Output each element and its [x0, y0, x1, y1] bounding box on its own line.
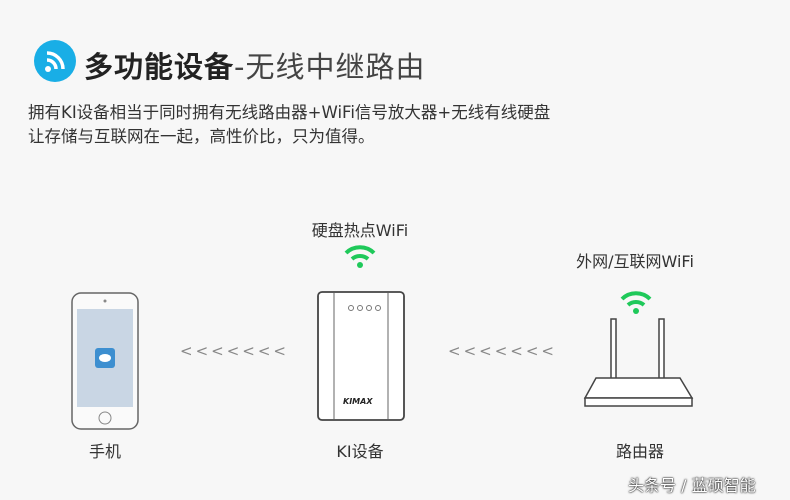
router-top-label: 外网/互联网WiFi	[576, 252, 694, 271]
ki-device-illustration: KIMAX	[317, 291, 405, 421]
arrows-left: <<<<<<<	[180, 342, 289, 360]
page-title: 多功能设备-无线中继路由	[84, 44, 425, 86]
wifi-icon	[344, 245, 376, 268]
router-label: 路由器	[615, 442, 665, 461]
phone-illustration	[71, 292, 139, 430]
description-line-2: 让存储与互联网在一起，高性价比，只为值得。	[28, 127, 375, 146]
kimax-logo: KIMAX	[343, 397, 373, 406]
description-line-1: 拥有KI设备相当于同时拥有无线路由器+WiFi信号放大器+无线有线硬盘	[28, 103, 551, 122]
watermark: 头条号 / 蓝硕智能	[628, 476, 756, 495]
wifi-icon	[620, 291, 652, 314]
router-illustration	[583, 318, 694, 407]
wifi-signal-icon	[34, 40, 76, 82]
device-label: KI设备	[336, 442, 384, 461]
title-light: -无线中继路由	[234, 50, 426, 84]
title-bold: 多功能设备	[84, 50, 235, 84]
arrows-right: <<<<<<<	[448, 342, 557, 360]
device-top-label: 硬盘热点WiFi	[311, 221, 409, 240]
phone-label: 手机	[88, 442, 122, 461]
